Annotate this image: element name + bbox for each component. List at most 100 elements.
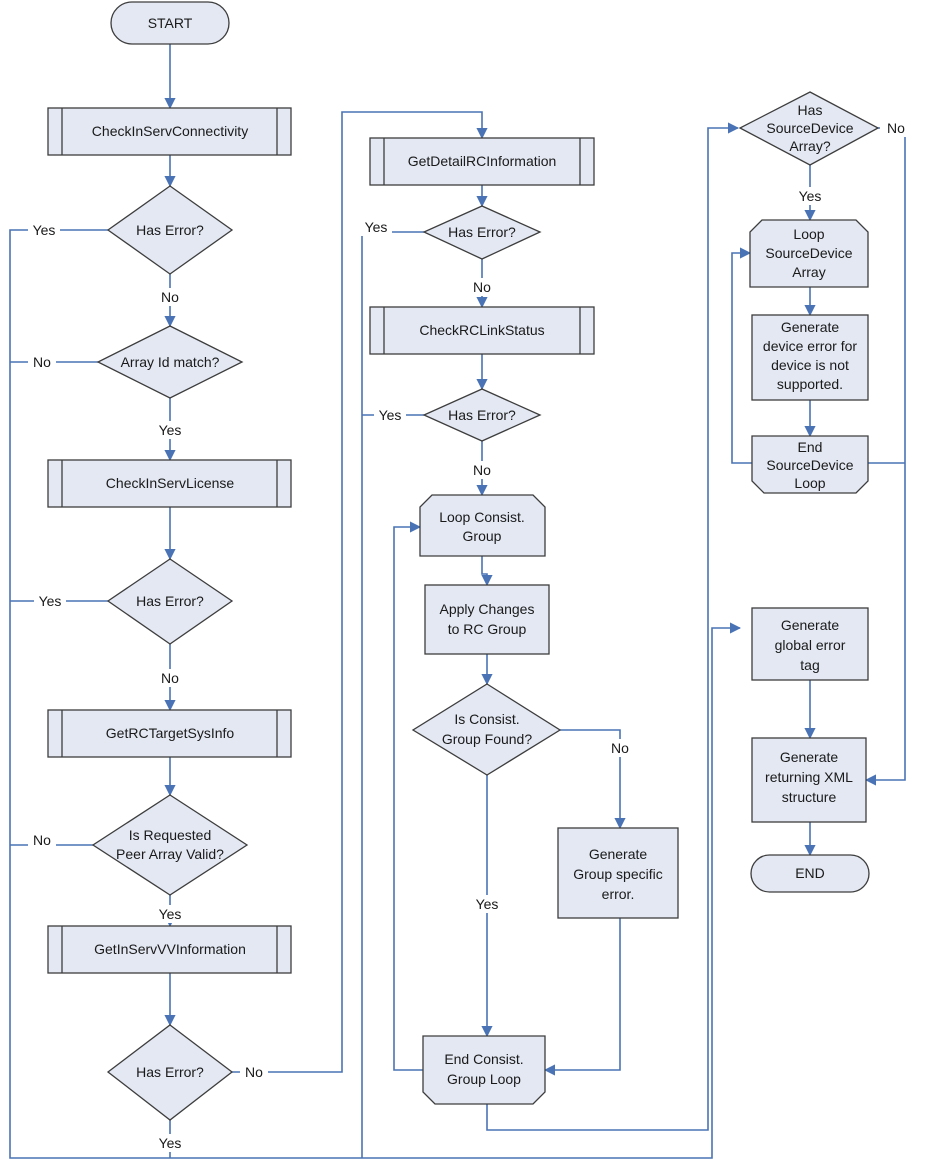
check-connectivity-process: CheckInServConnectivity <box>47 107 292 156</box>
label-hsa-yes: Yes <box>799 188 822 204</box>
label-he5-yes: Yes <box>379 407 402 423</box>
array-id-match-label: Array Id match? <box>121 354 220 370</box>
check-rc-link-process: CheckRCLinkStatus <box>369 306 595 355</box>
edge-has-source-array-no <box>864 127 906 786</box>
peer-valid-decision: Is Requested Peer Array Valid? <box>91 794 249 896</box>
label-he2-yes: Yes <box>39 593 62 609</box>
label-he4-no: No <box>473 279 491 295</box>
has-error-1-label: Has Error? <box>136 222 204 238</box>
device-error-line-4: supported. <box>777 376 843 392</box>
device-error-line-2: device error for <box>763 338 857 354</box>
device-error-line-3: device is not <box>771 357 849 373</box>
has-error-5-decision: Has Error? <box>422 388 542 442</box>
has-error-5-label: Has Error? <box>448 407 516 423</box>
label-he2-no: No <box>161 670 179 686</box>
has-error-3-label: Has Error? <box>136 1064 204 1080</box>
edge-source-loop-back <box>731 247 752 464</box>
global-error-line-2: global error <box>775 637 846 653</box>
end-source-line-2: SourceDevice <box>766 457 853 473</box>
label-pv-yes: Yes <box>159 906 182 922</box>
has-error-3-decision: Has Error? <box>106 1024 234 1121</box>
array-id-match-decision: Array Id match? <box>96 325 244 399</box>
end-source-loop: End SourceDevice Loop <box>751 435 869 494</box>
has-source-line-1: Has <box>798 102 823 118</box>
loop-source-line-2: SourceDevice <box>765 245 852 261</box>
consist-found-decision: Is Consist. Group Found? <box>411 683 562 776</box>
edge-left-bus <box>9 229 742 1159</box>
consist-found-line-1: Is Consist. <box>454 711 519 727</box>
has-source-line-3: Array? <box>789 138 830 154</box>
global-error-process: Generate global error tag <box>751 607 869 681</box>
label-he1-yes: Yes <box>33 222 56 238</box>
label-he4-yes: Yes <box>365 219 388 235</box>
label-cf-yes: Yes <box>476 896 499 912</box>
apply-changes-line-1: Apply Changes <box>440 601 535 617</box>
loop-source-line-3: Array <box>792 264 825 280</box>
edge-consist-found-no <box>560 729 626 830</box>
label-pv-no: No <box>33 832 51 848</box>
device-error-line-1: Generate <box>781 319 840 335</box>
end-consist-line-1: End Consist. <box>444 1051 523 1067</box>
end-consist-loop: End Consist. Group Loop <box>422 1035 546 1105</box>
global-error-line-3: tag <box>800 657 819 673</box>
end-terminator: END <box>750 854 870 893</box>
peer-valid-line-1: Is Requested <box>129 827 212 843</box>
end-consist-line-2: Group Loop <box>447 1071 521 1087</box>
returning-xml-line-1: Generate <box>780 749 839 765</box>
check-license-label: CheckInServLicense <box>106 475 235 491</box>
edge-labels: Yes No No Yes Yes No No Yes No Yes Yes N… <box>28 119 910 1152</box>
get-vv-info-process: GetInServVVInformation <box>47 925 292 974</box>
label-he3-no: No <box>245 1064 263 1080</box>
group-error-line-1: Generate <box>589 846 648 862</box>
end-label: END <box>795 865 825 881</box>
start-label: START <box>148 15 193 31</box>
label-aim-yes: Yes <box>159 422 182 438</box>
has-error-1-decision: Has Error? <box>106 185 234 275</box>
edge-end-consist-loop-out <box>486 122 740 1131</box>
edge-has-error-3-no <box>232 111 488 1073</box>
loop-consist-line-2: Group <box>463 528 502 544</box>
get-vv-info-label: GetInServVVInformation <box>94 941 246 957</box>
loop-consist-line-1: Loop Consist. <box>439 509 525 525</box>
global-error-line-1: Generate <box>781 617 840 633</box>
check-license-process: CheckInServLicense <box>47 459 292 508</box>
get-rc-target-label: GetRCTargetSysInfo <box>106 725 235 741</box>
get-detail-rc-label: GetDetailRCInformation <box>408 153 557 169</box>
loop-source-line-1: Loop <box>793 226 824 242</box>
get-rc-target-process: GetRCTargetSysInfo <box>47 709 292 758</box>
consist-found-line-2: Group Found? <box>442 731 532 747</box>
apply-changes-line-2: to RC Group <box>448 621 527 637</box>
group-error-line-2: Group specific <box>573 866 662 882</box>
has-error-4-decision: Has Error? <box>422 205 542 260</box>
returning-xml-line-3: structure <box>782 789 837 805</box>
get-detail-rc-process: GetDetailRCInformation <box>369 137 595 186</box>
has-error-2-decision: Has Error? <box>106 558 234 645</box>
loop-source-start: Loop SourceDevice Array <box>749 219 869 288</box>
edge-has-error-4-yes <box>361 231 424 1158</box>
group-error-process: Generate Group specific error. <box>557 827 679 919</box>
group-error-line-3: error. <box>602 886 635 902</box>
end-source-line-3: Loop <box>794 475 825 491</box>
check-rc-link-label: CheckRCLinkStatus <box>419 322 544 338</box>
edge-loop-back-consist <box>393 521 423 1071</box>
device-error-process: Generate device error for device is not … <box>751 314 869 401</box>
peer-valid-line-2: Peer Array Valid? <box>116 846 224 862</box>
start-terminator: START <box>110 1 230 45</box>
label-aim-no: No <box>33 354 51 370</box>
has-source-array-decision: Has SourceDevice Array? <box>738 91 880 166</box>
returning-xml-line-2: returning XML <box>765 769 853 785</box>
check-connectivity-label: CheckInServConnectivity <box>92 123 248 139</box>
has-source-line-2: SourceDevice <box>766 120 853 136</box>
label-hsa-no: No <box>887 120 905 136</box>
has-error-2-label: Has Error? <box>136 593 204 609</box>
edge-group-error-to-end-loop <box>543 918 621 1076</box>
label-cf-no: No <box>611 740 629 756</box>
label-he5-no: No <box>473 462 491 478</box>
edge-loop-consist-to-apply <box>481 556 493 587</box>
has-error-4-label: Has Error? <box>448 224 516 240</box>
apply-changes-process: Apply Changes to RC Group <box>424 584 550 655</box>
label-he3-yes: Yes <box>159 1135 182 1151</box>
returning-xml-process: Generate returning XML structure <box>751 737 867 823</box>
label-he1-no: No <box>161 289 179 305</box>
